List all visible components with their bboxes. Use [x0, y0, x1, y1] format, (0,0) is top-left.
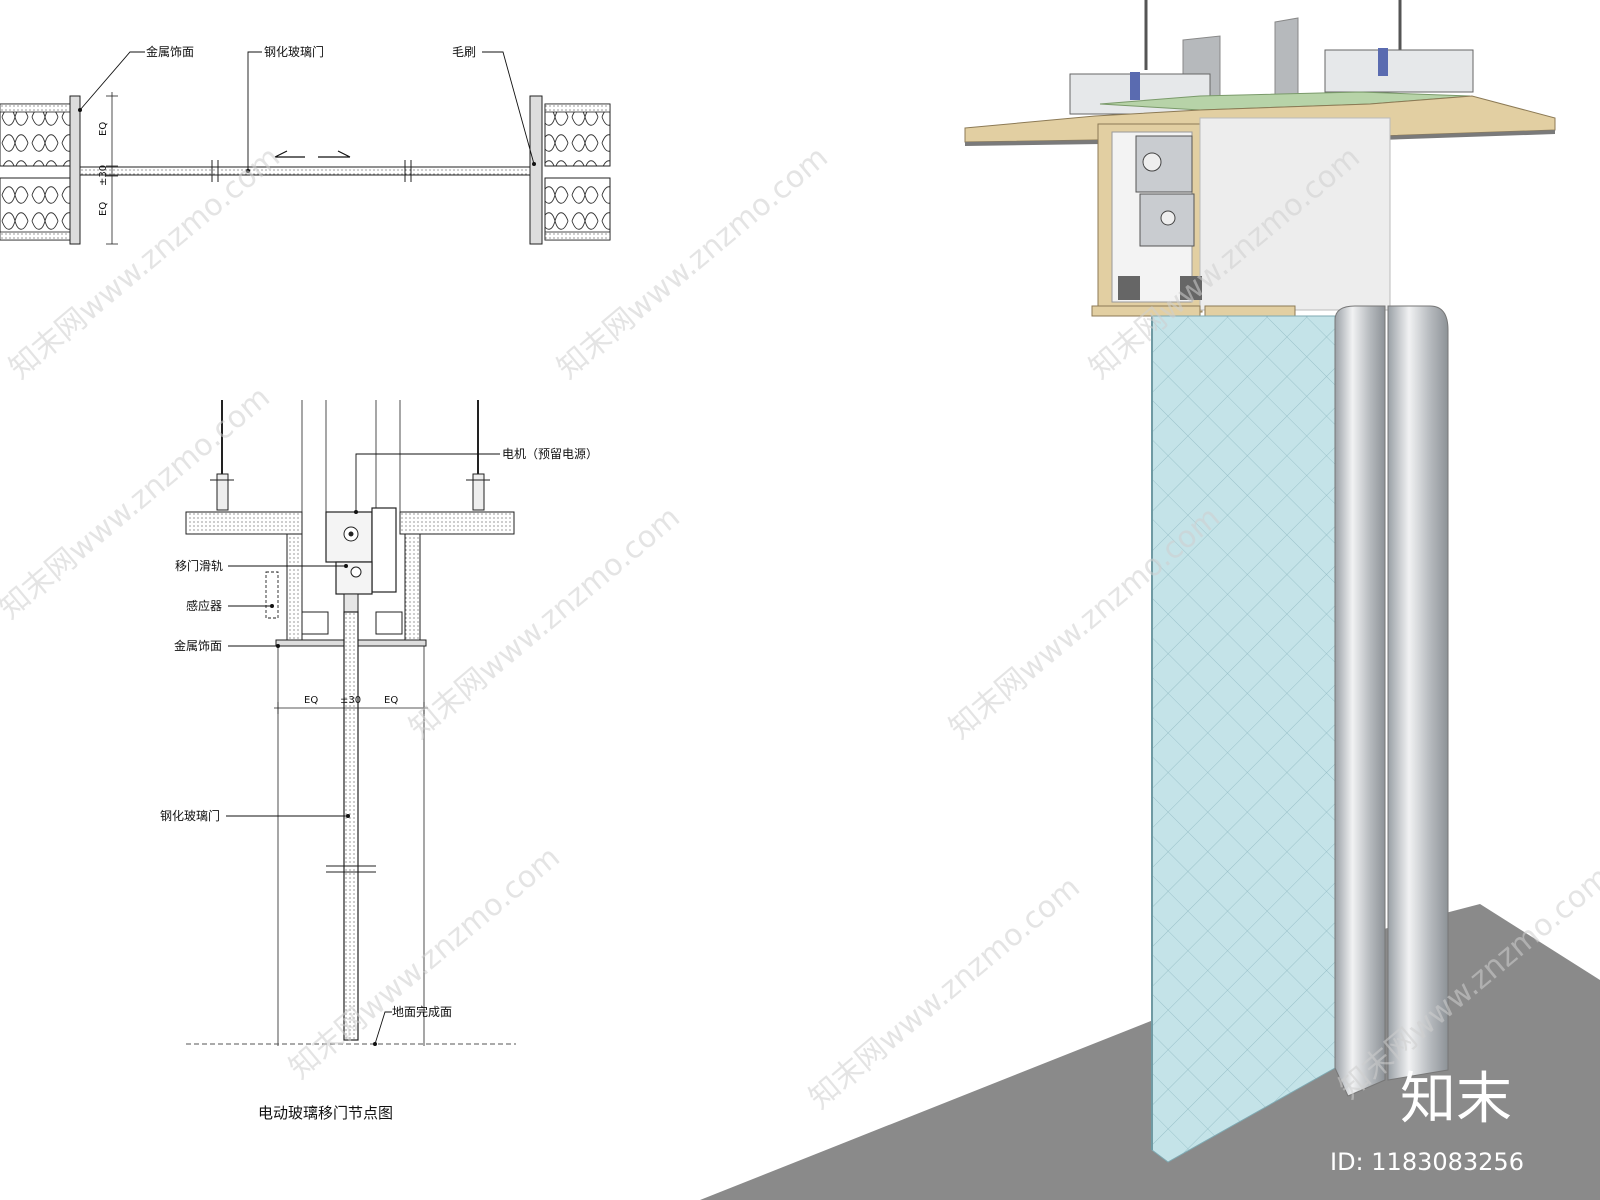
wall-panel: [1199, 117, 1391, 311]
arrow-right-icon: [318, 150, 351, 158]
watermark-text-7: 知末网www.znzmo.com: [283, 840, 567, 1086]
brand-logo: 知末: [1400, 1067, 1512, 1132]
drawing-title: 电动玻璃移门节点图: [258, 1104, 393, 1122]
track-rail: [335, 561, 373, 595]
plan-dim-pm30: ±30: [98, 165, 109, 186]
watermark-text-2: 知末网www.znzmo.com: [551, 140, 835, 386]
plan-glass-door: [79, 166, 531, 176]
3d-render: [700, 0, 1600, 1200]
left-wall-upper: [0, 103, 73, 167]
right-wall-upper: [544, 103, 611, 167]
section-label-metal-finish: 金属饰面: [174, 638, 222, 653]
ceiling-channel-right: [1324, 49, 1474, 93]
brand-id: ID: 1183083256: [1330, 1148, 1524, 1176]
section-dim-eq-right: EQ: [384, 695, 398, 706]
watermark-text-4: 知末网www.znzmo.com: [403, 500, 687, 746]
plan-label-brush: 毛刷: [452, 45, 476, 59]
plan-label-glass-door: 钢化玻璃门: [264, 44, 324, 59]
plan-detail: EQ ±30 EQ 金属饰面 钢化玻璃门 毛刷: [0, 44, 611, 245]
ceiling-board-left: [185, 511, 303, 535]
watermark-text-1: 知末网www.znzmo.com: [3, 140, 287, 386]
section-dim-eq-left: EQ: [304, 695, 318, 706]
section-label-floor-finish: 地面完成面: [392, 1004, 452, 1019]
section-label-sensor: 感应器: [186, 598, 222, 613]
right-wall-lower: [544, 177, 611, 241]
aluminium-post-left: [1334, 305, 1386, 1097]
plan-dim-eq-top: EQ: [98, 122, 109, 136]
plan-label-metal-finish: 金属饰面: [146, 44, 194, 59]
watermark-text-3: 知末网www.znzmo.com: [0, 380, 277, 626]
section-label-motor: 电机（预留电源）: [502, 447, 598, 461]
aluminium-post-right: [1387, 305, 1449, 1081]
left-metal-finish: [69, 95, 81, 245]
section-label-track: 移门滑轨: [175, 558, 223, 573]
section-dim-pm30: ±30: [340, 695, 361, 706]
right-metal-finish: [529, 95, 543, 245]
left-wall-lower: [0, 177, 73, 241]
glass-door-3d: [1151, 315, 1336, 1163]
section-label-glass-door: 钢化玻璃门: [160, 808, 220, 823]
arrow-left-icon: [274, 150, 305, 158]
section-detail: EQ ±30 EQ 电机（预留电源） 移门滑轨 感应器 金属饰面 钢化玻璃门 地…: [160, 400, 598, 1046]
plan-dim-eq-bottom: EQ: [98, 202, 109, 216]
section-glass-door: [343, 611, 359, 1041]
sensor-box: [265, 571, 279, 619]
ceiling-board-right: [399, 511, 515, 535]
